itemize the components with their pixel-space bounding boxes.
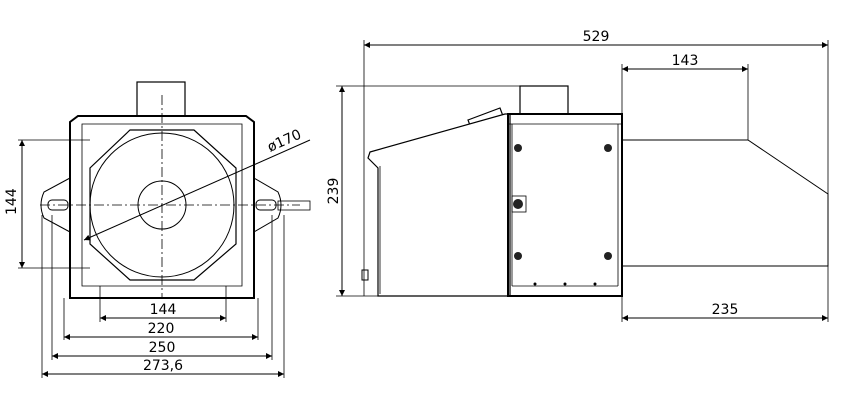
rivet-3 [593,282,597,286]
bottom-length-label: 235 [712,302,739,318]
bolt-top-right [604,144,612,152]
overall-length-label: 529 [583,29,610,45]
side-top-stub [519,85,569,115]
bolt-bottom-left [514,252,522,260]
front-section-length-label: 143 [672,53,699,69]
front-housing-inner [81,123,243,287]
rivet-2 [563,282,567,286]
side-view: 529 143 239 235 [326,29,829,322]
front-top-stub [136,81,186,117]
width-label-144: 144 [150,302,177,318]
width-label-250: 250 [149,340,176,356]
front-view: ø170 144 144 220 250 273,6 [4,81,311,378]
width-label-220: 220 [148,321,175,337]
center-fitting [513,199,523,209]
bolt-bottom-right [604,252,612,260]
diameter-leader [83,139,311,241]
right-bolt-stub [277,200,311,211]
side-housing [507,113,623,297]
width-label-2736: 273,6 [143,358,183,374]
front-height-label: 144 [4,188,20,215]
bolt-top-left [514,144,522,152]
cover-latch [361,269,369,281]
front-housing [69,115,255,299]
side-height-label: 239 [326,178,342,205]
center-fitting-plate [511,195,527,213]
hopper-cover [367,113,511,297]
rivet-1 [533,282,537,286]
burner-tube [621,139,829,267]
